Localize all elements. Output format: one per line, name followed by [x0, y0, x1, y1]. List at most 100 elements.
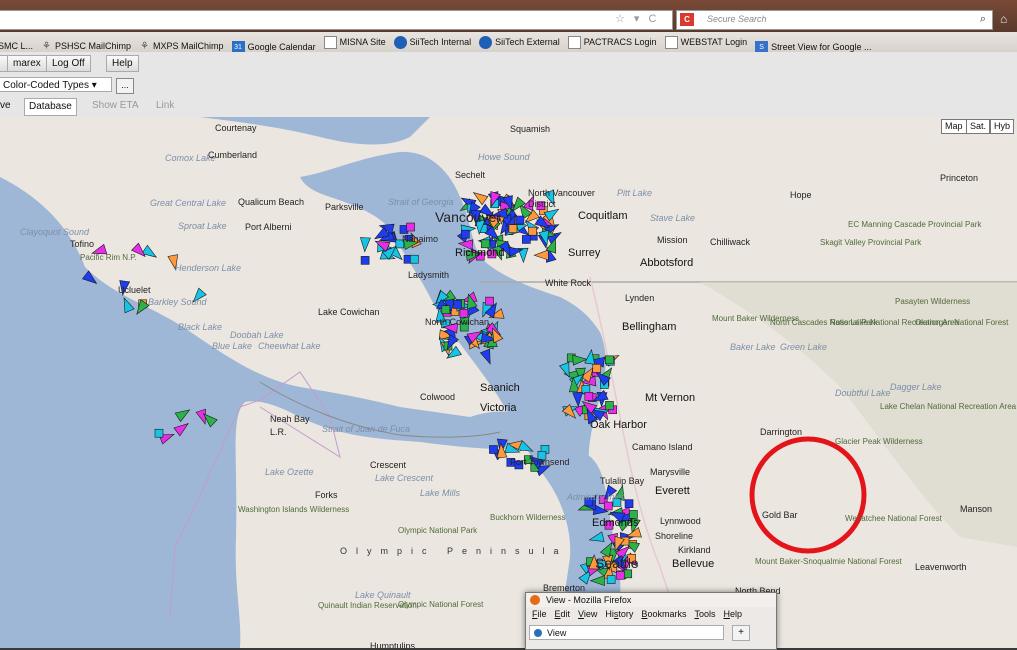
map-place-label: North Vancouver [528, 188, 595, 198]
vessel-marker-icon [589, 575, 605, 587]
vessel-marker-icon [192, 287, 207, 303]
vessel-marker-icon [578, 569, 592, 585]
address-bar[interactable] [0, 10, 673, 30]
map-place-label: Hope [790, 190, 812, 200]
vessel-marker-icon [584, 392, 594, 401]
user-label: marex [7, 55, 47, 72]
map-place-label: Pasayten Wilderness [895, 297, 971, 306]
menu-item[interactable]: Edit [554, 609, 571, 619]
menu-item[interactable]: Help [723, 609, 742, 619]
map-place-label: Lake Mills [420, 488, 461, 498]
vessel-marker-icon [453, 300, 462, 309]
map-place-label: Dagger Lake [890, 382, 942, 392]
map-place-label: Edmonds [592, 517, 639, 529]
map-place-label: White Rock [545, 278, 592, 288]
map-place-label: Buckhorn Wilderness [490, 513, 566, 522]
bookmark-item[interactable]: SMC L... [0, 36, 34, 53]
tab-database[interactable]: Database [24, 98, 77, 116]
menu-item[interactable]: History [605, 609, 634, 619]
menu-bar: File Edit View History Bookmarks Tools Help [526, 607, 776, 622]
vessel-marker-icon [629, 510, 638, 519]
vessel-marker-icon [623, 569, 633, 579]
vessel-marker-icon [612, 555, 626, 571]
vessel-marker-icon [584, 348, 596, 365]
map-place-label: Ross Lake National Recreation Area [830, 318, 959, 327]
vessel-marker-icon [141, 244, 158, 258]
browser-toolbar: ☆ ▾ C C Secure Search ⌕ ⌂ [0, 0, 1017, 32]
map-place-label: Seattle [595, 555, 639, 571]
map-place-label: Darrington [760, 427, 803, 437]
home-icon[interactable]: ⌂ [1000, 12, 1008, 26]
vessel-marker-icon [381, 245, 397, 260]
browser-tab[interactable]: View [529, 625, 724, 640]
vessel-marker-icon [406, 222, 415, 232]
satellite-type-button[interactable]: Sat. [966, 119, 991, 134]
tab-link[interactable]: Link [156, 100, 175, 111]
vessel-marker-icon [517, 247, 529, 264]
map-place-label: Colwood [420, 392, 456, 402]
map-place-label: Vancouver [435, 209, 501, 225]
new-tab-button[interactable]: + [732, 625, 750, 641]
vessel-marker-icon [136, 299, 150, 315]
map-place-label: Okanogan National Forest [915, 318, 1009, 327]
bookmark-item[interactable]: WEBSTAT Login [664, 32, 747, 52]
bookmark-item[interactable]: SiiTech Internal [393, 32, 471, 52]
window-titlebar[interactable]: View - Mozilla Firefox [526, 593, 776, 607]
tab-show-eta[interactable]: Show ETA [92, 100, 139, 111]
vessel-marker-icon [605, 401, 614, 410]
map-place-label: Kirkland [678, 545, 711, 555]
type-filter-select[interactable]: Color-Coded Types ▾ [0, 77, 112, 92]
map-place-label: Everett [655, 485, 690, 497]
map-place-label: Doobah Lake [230, 330, 284, 340]
bookmark-star-icon[interactable]: ☆ ▾ C [615, 13, 660, 25]
map-canvas[interactable] [0, 117, 1017, 648]
vessel-marker-icon [627, 553, 636, 563]
help-button[interactable]: Help [106, 55, 139, 72]
map-place-label: Pitt Lake [617, 188, 653, 198]
vessel-marker-icon [580, 367, 594, 383]
menu-item[interactable]: View [578, 609, 598, 619]
map-place-label: Lake Cowichan [318, 307, 380, 317]
map-place-label: Mount Baker-Snoqualmie National Forest [755, 557, 902, 566]
vessel-marker-icon [490, 191, 501, 208]
bookmark-label: Street View for Google ... [771, 42, 872, 52]
vessel-marker-icon [487, 249, 497, 259]
search-engine-icon[interactable]: C [680, 13, 694, 26]
vessel-marker-icon [522, 235, 531, 244]
vessel-marker-icon [484, 302, 497, 319]
map-type-button[interactable]: Map [941, 119, 967, 134]
vessel-marker-icon [514, 460, 524, 470]
tab-ve[interactable]: ve [0, 100, 11, 111]
bookmark-item[interactable]: SiiTech External [479, 32, 560, 52]
map-place-label: Parksville [325, 202, 364, 212]
search-input[interactable]: C Secure Search ⌕ [676, 10, 993, 30]
bookmark-item[interactable]: MISNA Site [323, 32, 386, 52]
menu-item[interactable]: Bookmarks [641, 609, 687, 619]
magnifier-icon[interactable]: ⌕ [979, 13, 986, 25]
bookmark-item[interactable]: ⚘PSHSC MailChimp [41, 36, 131, 52]
bookmark-label: SMC L... [0, 40, 34, 51]
more-options-button[interactable]: ... [116, 78, 134, 94]
vessel-marker-icon [515, 215, 525, 225]
calendar-icon: 31 [231, 40, 245, 52]
vessel-marker-icon [492, 207, 508, 219]
border-line [239, 371, 341, 459]
hybrid-type-button[interactable]: Hyb [990, 119, 1015, 134]
vessel-marker-icon [543, 208, 560, 222]
vessel-marker-icon [529, 455, 545, 470]
logoff-button[interactable]: Log Off [46, 55, 91, 72]
map-place-label: Admiralty Inlet [567, 492, 625, 502]
streetview-icon: S [755, 40, 769, 52]
map-place-label: Lake Crescent [375, 473, 434, 483]
menu-item[interactable]: Tools [694, 609, 716, 619]
bookmark-label: MXPS MailChimp [153, 41, 224, 51]
map-place-label: District [528, 199, 556, 209]
bookmark-item[interactable]: PACTRACS Login [567, 32, 657, 52]
vessel-marker-icon [479, 203, 495, 217]
bookmark-item[interactable]: ⚘MXPS MailChimp [139, 36, 224, 52]
menu-item[interactable]: File [532, 609, 547, 619]
